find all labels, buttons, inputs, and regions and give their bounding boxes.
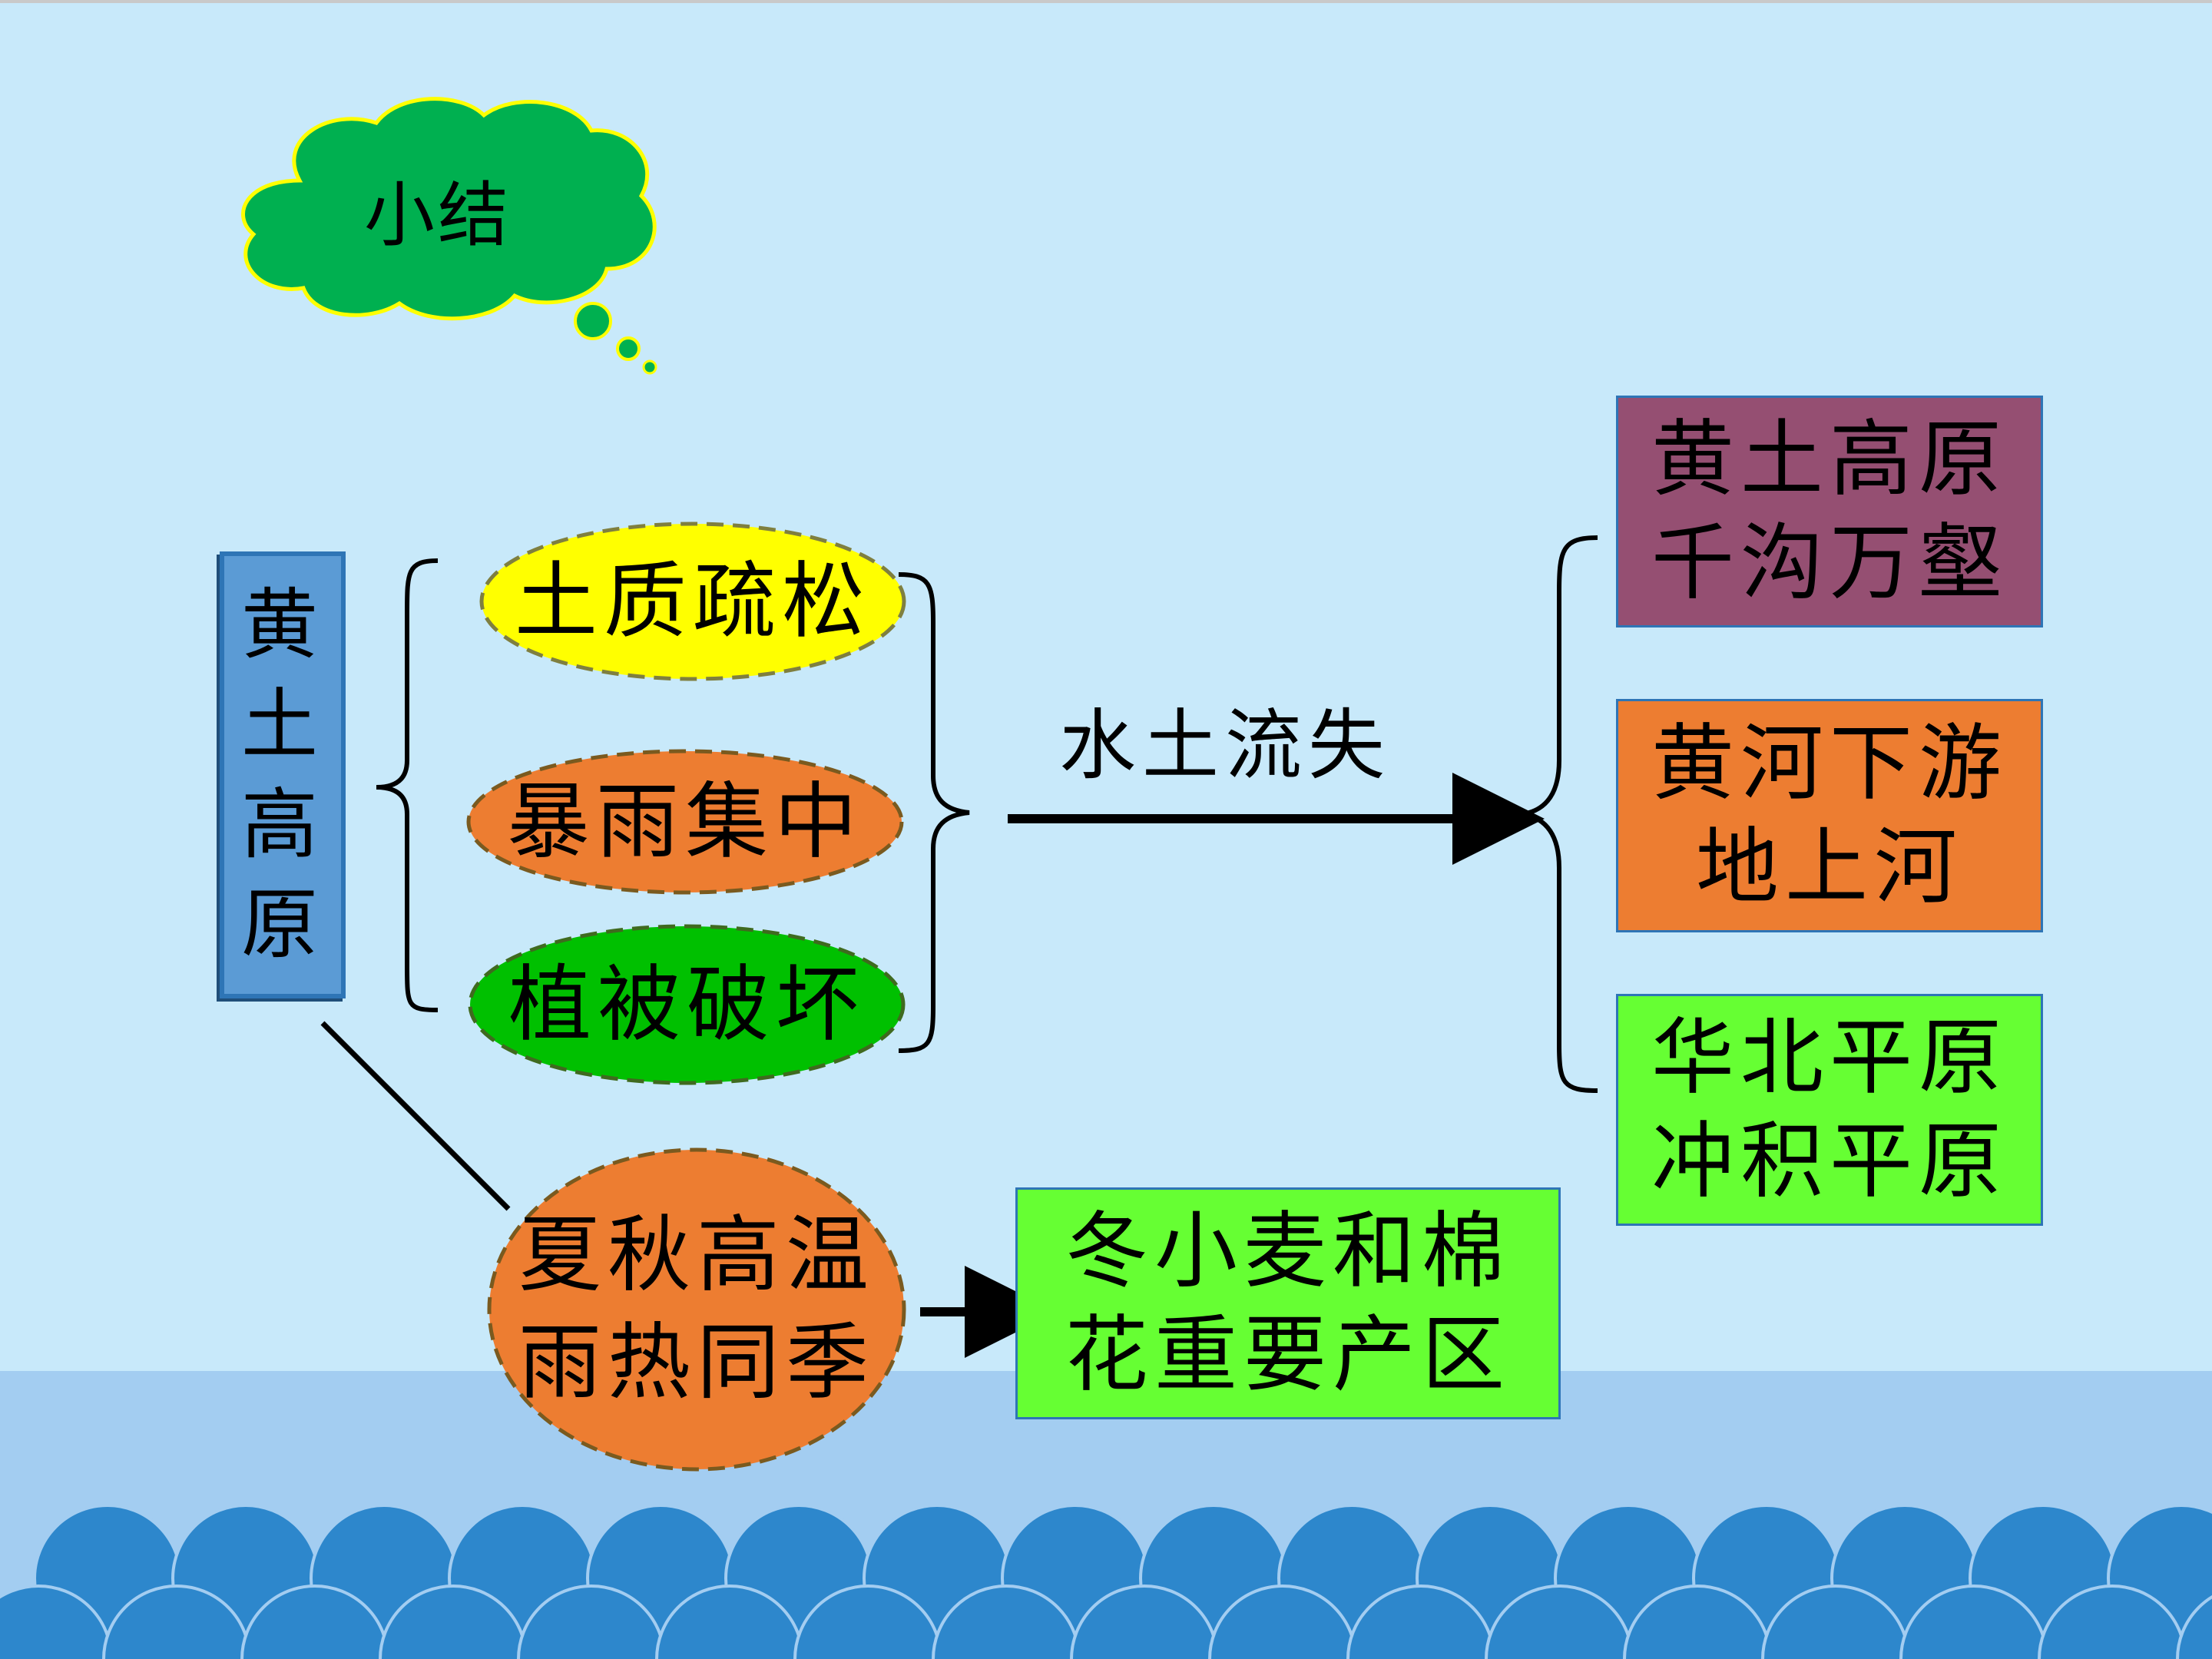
cloud-icon <box>241 97 657 375</box>
middle-label-box: 水土流失 <box>1045 691 1406 799</box>
wave-front-12 <box>1623 1584 1772 1659</box>
climate: 夏秋高温 雨热同季 <box>489 1150 904 1469</box>
result-box-3: 华北平原 冲积平原 <box>1616 994 2043 1226</box>
wave-front-6 <box>793 1584 942 1659</box>
climate-label: 夏秋高温 雨热同季 <box>518 1207 875 1411</box>
result-label-1: 黄土高原 千沟万壑 <box>1651 412 2008 611</box>
cause-label-1: 土质疏松 <box>514 553 871 650</box>
wave-front-7 <box>932 1584 1081 1659</box>
wave-front-9 <box>1208 1584 1357 1659</box>
result-box-2: 黄河下游 地上河 <box>1616 699 2043 932</box>
cause-ellipse-2 <box>466 749 904 895</box>
wave-front-10 <box>1346 1584 1495 1659</box>
cause-3: 植被破坏 <box>470 926 903 1083</box>
wave-front-13 <box>1761 1584 1910 1659</box>
wave-front-4 <box>517 1584 666 1659</box>
result-box-1: 黄土高原 千沟万壑 <box>1616 396 2043 628</box>
wave-front-8 <box>1070 1584 1219 1659</box>
cause-ellipse-3 <box>468 924 906 1085</box>
product-label: 冬小麦和棉 花重要产区 <box>1065 1204 1511 1403</box>
wave-front-2 <box>240 1584 389 1659</box>
cause-2: 暴雨集中 <box>469 751 902 892</box>
result-label-2: 黄河下游 地上河 <box>1651 716 2008 916</box>
left-brace <box>376 558 439 1012</box>
product-box: 冬小麦和棉 花重要产区 <box>1015 1187 1561 1419</box>
wave-front-15 <box>2038 1584 2187 1659</box>
middle-brace <box>898 572 970 1053</box>
climate-ellipse <box>487 1147 906 1472</box>
root-box: 黄 土 高 原 <box>220 551 346 998</box>
summary-label: 小结 <box>363 174 512 257</box>
right-brace <box>1522 535 1598 1093</box>
wave-front-5 <box>655 1584 804 1659</box>
wave-front-11 <box>1485 1584 1634 1659</box>
wave-front-14 <box>1899 1584 2048 1659</box>
wave-front-16 <box>2176 1594 2212 1659</box>
summary-bubble: 小结 <box>323 157 553 273</box>
cause-1: 土质疏松 <box>482 524 904 679</box>
connector-line <box>320 1021 511 1211</box>
cause-ellipse-1 <box>479 522 906 681</box>
wave-decoration <box>0 1504 2212 1659</box>
root-label: 黄 土 高 原 <box>241 580 324 969</box>
wave-front-3 <box>379 1584 528 1659</box>
top-border <box>0 0 2212 3</box>
wave-front-0 <box>0 1584 113 1659</box>
middle-label: 水土流失 <box>1059 700 1391 790</box>
wave-front-1 <box>102 1584 251 1659</box>
cause-label-2: 暴雨集中 <box>506 773 863 870</box>
result-label-3: 华北平原 冲积平原 <box>1651 1010 2008 1210</box>
cause-label-3: 植被破坏 <box>508 956 865 1053</box>
